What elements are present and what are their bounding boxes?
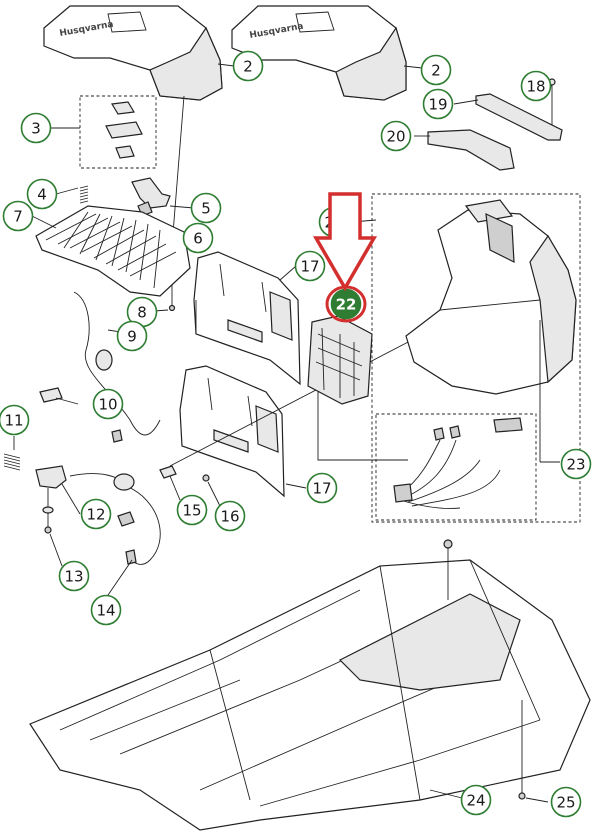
callout-c16: 16 — [214, 500, 246, 532]
cable-part-14 — [69, 473, 161, 565]
callout-number: 15 — [182, 502, 201, 520]
callout-c23: 23 — [560, 448, 592, 480]
callout-c15: 15 — [176, 494, 208, 526]
top-cover-left: Husqvarna — [43, 5, 223, 101]
screw-part-16 — [202, 474, 210, 482]
latch-part-5 — [131, 177, 171, 217]
callout-c20: 20 — [380, 120, 412, 152]
callout-c18: 18 — [520, 70, 552, 102]
callout-number: 5 — [201, 200, 211, 218]
callout-number: 17 — [312, 480, 331, 498]
callout-number: 18 — [526, 78, 545, 96]
callout-c19: 19 — [422, 88, 454, 120]
callout-number: 23 — [566, 456, 585, 474]
bracket-part-20 — [427, 129, 515, 171]
bracket-part-12 — [35, 465, 67, 489]
callout-number: 17 — [300, 258, 319, 276]
circuit-board-part-22 — [307, 315, 373, 405]
callout-number: 8 — [137, 304, 147, 322]
grid-frame-part-7 — [35, 205, 191, 297]
callout-c17b: 17 — [306, 472, 338, 504]
spring-part-4 — [79, 185, 89, 204]
part-3-group — [79, 95, 157, 169]
top-cover-right: Husqvarna — [231, 5, 407, 101]
panel-part-17-lower — [179, 365, 285, 498]
cable-harness — [393, 417, 523, 509]
callout-c12: 12 — [80, 498, 112, 530]
callout-number: 25 — [556, 794, 575, 812]
callout-c6: 6 — [182, 222, 214, 254]
callout-c2a: 2 — [232, 50, 264, 82]
clip-part-10 — [39, 387, 63, 403]
callout-number: 22 — [336, 296, 357, 314]
callout-number: 14 — [96, 602, 115, 620]
part-23-group-box — [371, 193, 581, 523]
callout-number: 9 — [127, 328, 137, 346]
callout-number: 10 — [98, 396, 117, 414]
callout-c4: 4 — [26, 178, 58, 210]
cable-part-9 — [73, 291, 161, 443]
callout-c13: 13 — [58, 560, 90, 592]
callout-c5: 5 — [190, 192, 222, 224]
cable-harness-box — [375, 413, 537, 521]
callout-number: 3 — [31, 120, 41, 138]
screw-part-25 — [518, 792, 526, 800]
screw-part-13 — [44, 526, 52, 534]
callout-c3: 3 — [20, 112, 52, 144]
callout-number: 19 — [428, 96, 447, 114]
callout-c9: 9 — [116, 320, 148, 352]
callout-number: 2 — [431, 62, 441, 80]
callout-c22: 22 — [330, 288, 362, 320]
callout-number: 12 — [86, 506, 105, 524]
spacer-part-15 — [159, 465, 177, 479]
callout-c10: 10 — [92, 388, 124, 420]
callout-c11: 11 — [0, 404, 30, 436]
callout-number: 13 — [64, 568, 83, 586]
callout-c2b: 2 — [420, 54, 452, 86]
callout-c24: 24 — [460, 784, 492, 816]
callout-number: 4 — [37, 186, 47, 204]
highlight-arrow — [312, 192, 378, 323]
body-housing-part-21 — [405, 199, 577, 395]
callout-c7: 7 — [2, 200, 34, 232]
callout-labels: 2234567891011121314151617171819202122232… — [0, 50, 592, 818]
callout-number: 7 — [13, 208, 23, 226]
callout-number: 24 — [466, 792, 485, 810]
panel-part-17-upper — [193, 251, 301, 386]
callout-number: 2 — [243, 58, 253, 76]
callout-c14: 14 — [90, 594, 122, 626]
callout-number: 16 — [220, 508, 239, 526]
callout-c17a: 17 — [294, 250, 326, 282]
callout-number: 6 — [193, 230, 203, 248]
callout-number: 20 — [386, 128, 405, 146]
callout-c25: 25 — [550, 786, 582, 818]
base-chassis-part-24 — [29, 559, 591, 831]
rail-part-19 — [475, 93, 563, 141]
callout-number: 11 — [4, 412, 23, 430]
spring-part-11 — [3, 453, 21, 471]
